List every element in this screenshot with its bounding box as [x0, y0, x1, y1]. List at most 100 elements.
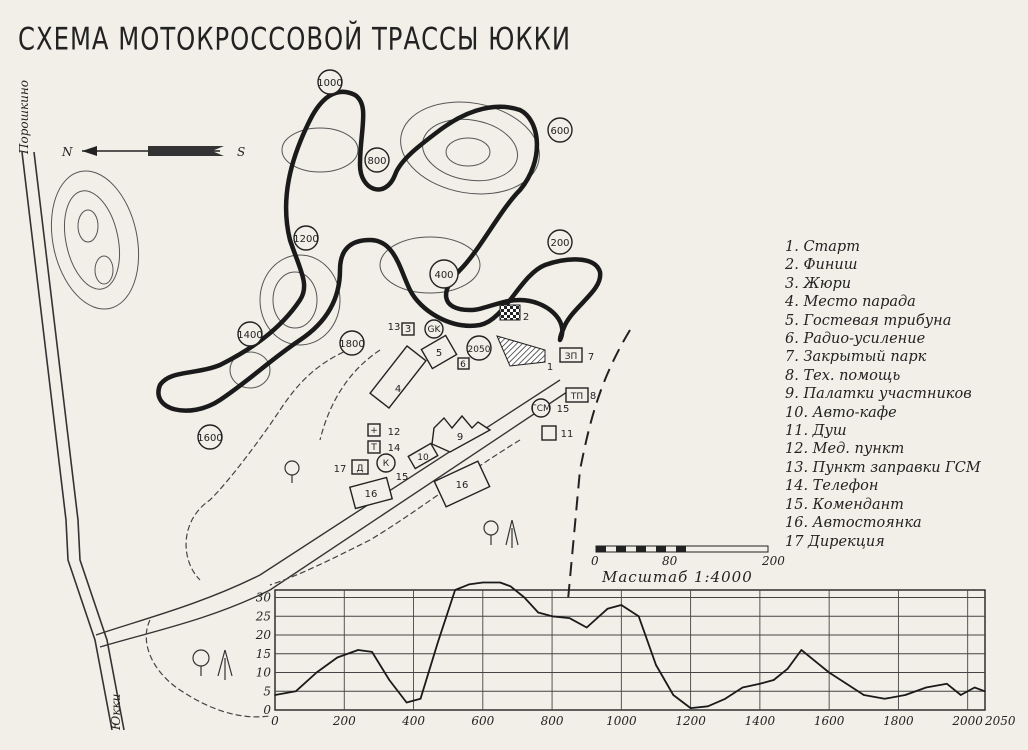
profile-point — [655, 664, 657, 666]
access-road — [95, 379, 571, 648]
profile-point — [786, 667, 789, 670]
profile-point — [883, 697, 886, 700]
scale-label: Масштаб 1:4000 — [602, 568, 753, 586]
start-grandstand — [496, 335, 546, 367]
svg-text:ЗП: ЗП — [565, 352, 578, 362]
legend-item: 1. Старт — [785, 239, 860, 255]
legend-item: 17 Дирекция — [785, 533, 885, 550]
page-title: СХЕМА МОТОКРОССОВОЙ ТРАССЫ ЮККИ — [18, 22, 572, 58]
svg-text:1600: 1600 — [197, 433, 222, 444]
profile-point — [315, 671, 318, 674]
svg-text:13: 13 — [388, 322, 401, 333]
profile-point — [904, 694, 907, 696]
profile-point — [419, 697, 422, 700]
svg-text:16: 16 — [456, 480, 469, 491]
tree-symbols — [192, 460, 519, 680]
facility-fuel: ГСМ — [531, 398, 551, 418]
legend-item: 8. Тех. помощь — [785, 367, 901, 384]
label-start: 1 — [547, 362, 553, 373]
facility-directorate: Д — [351, 459, 369, 475]
scale-tick-0: 0 — [591, 554, 599, 568]
dashed-boundary — [567, 329, 631, 601]
profile-point — [984, 690, 986, 693]
profile-xtick: 1800 — [883, 714, 914, 728]
profile-xtick: 1000 — [606, 714, 637, 728]
profile-ytick: 15 — [256, 647, 271, 661]
profile-point — [585, 626, 588, 629]
distance-marker-600: 600 — [547, 117, 573, 143]
profile-point — [925, 686, 927, 689]
svg-text:7: 7 — [588, 352, 594, 363]
profile-frame — [274, 589, 986, 711]
scale-tick-200: 200 — [761, 554, 785, 568]
legend-list: 1. Старт 2. Финиш 3. Жюри 4. Место парад… — [785, 238, 981, 551]
facility-parking-2: 16 — [433, 460, 491, 508]
profile-point — [707, 705, 709, 708]
svg-text:17: 17 — [334, 464, 347, 475]
compass-south: S — [237, 145, 245, 159]
profile-point — [814, 660, 817, 663]
svg-text:ГСМ: ГСМ — [531, 404, 551, 414]
facility-cafe: 10 — [407, 442, 439, 470]
svg-text:К: К — [383, 459, 390, 469]
svg-text:8: 8 — [590, 391, 596, 402]
svg-text:200: 200 — [550, 238, 569, 249]
profile-point — [482, 581, 484, 584]
race-track — [156, 89, 603, 413]
profile-ytick: 5 — [263, 684, 271, 698]
svg-text:15: 15 — [557, 404, 570, 415]
svg-text:Д: Д — [356, 464, 363, 474]
profile-point — [759, 682, 761, 685]
profile-point — [523, 596, 526, 599]
legend-item: 10. Авто-кафе — [785, 404, 897, 421]
profile-xtick: 800 — [541, 714, 564, 728]
profile-point — [741, 686, 744, 689]
compass-arrow — [82, 146, 224, 156]
profile-xtick: 1600 — [814, 714, 845, 728]
profile-point — [551, 615, 553, 618]
profile-point — [772, 679, 775, 681]
svg-text:600: 600 — [550, 126, 569, 137]
distance-markers: 1000 800 600 1200 400 200 1400 1800 1600… — [197, 69, 573, 450]
distance-marker-2050: 2050 — [466, 335, 492, 361]
profile-point — [724, 697, 727, 700]
svg-text:9: 9 — [457, 432, 463, 443]
profile-ytick: 10 — [256, 666, 272, 680]
facility-tech-help: ТП — [565, 387, 589, 403]
svg-text:800: 800 — [367, 156, 386, 167]
profile-xtick: 600 — [471, 714, 494, 728]
svg-text:+: + — [370, 426, 378, 436]
profile-point — [689, 707, 692, 709]
profile-point — [294, 690, 297, 693]
legend-item: 3. Жюри — [785, 275, 852, 292]
svg-text:3: 3 — [405, 324, 411, 335]
profile-point — [436, 641, 439, 644]
label-finish: 2 — [523, 312, 529, 323]
profile-xtick: 400 — [401, 714, 425, 728]
facility-commandant: К — [376, 453, 396, 473]
svg-text:1200: 1200 — [293, 234, 318, 245]
profile-series-line — [274, 581, 986, 709]
legend-item: 13. Пункт заправки ГСМ — [785, 459, 981, 476]
scale-tick-80: 80 — [662, 554, 678, 568]
facilities: 4 5 3 GK 6 ЗП 7 1 2 ТП 8 ГСМ 15 11 9 10 … — [334, 312, 596, 510]
profile-point — [973, 686, 976, 689]
profile-point — [606, 607, 609, 610]
svg-text:16: 16 — [365, 489, 378, 500]
svg-text:1000: 1000 — [317, 78, 342, 89]
profile-point — [800, 649, 803, 651]
facility-shower — [541, 425, 557, 441]
profile-point — [637, 615, 640, 618]
facility-gk: GK — [424, 319, 444, 339]
facility-tents: 9 — [431, 414, 492, 453]
finish-flag-icon — [499, 304, 521, 321]
svg-text:14: 14 — [388, 443, 401, 454]
facility-guest-stand: 5 — [420, 334, 458, 370]
svg-text:6: 6 — [460, 360, 466, 370]
svg-text:1400: 1400 — [237, 330, 262, 341]
svg-text:5: 5 — [436, 348, 442, 359]
distance-marker-1800: 1800 — [339, 330, 365, 356]
facility-telephone: Т — [367, 440, 381, 454]
svg-text:12: 12 — [388, 427, 401, 438]
